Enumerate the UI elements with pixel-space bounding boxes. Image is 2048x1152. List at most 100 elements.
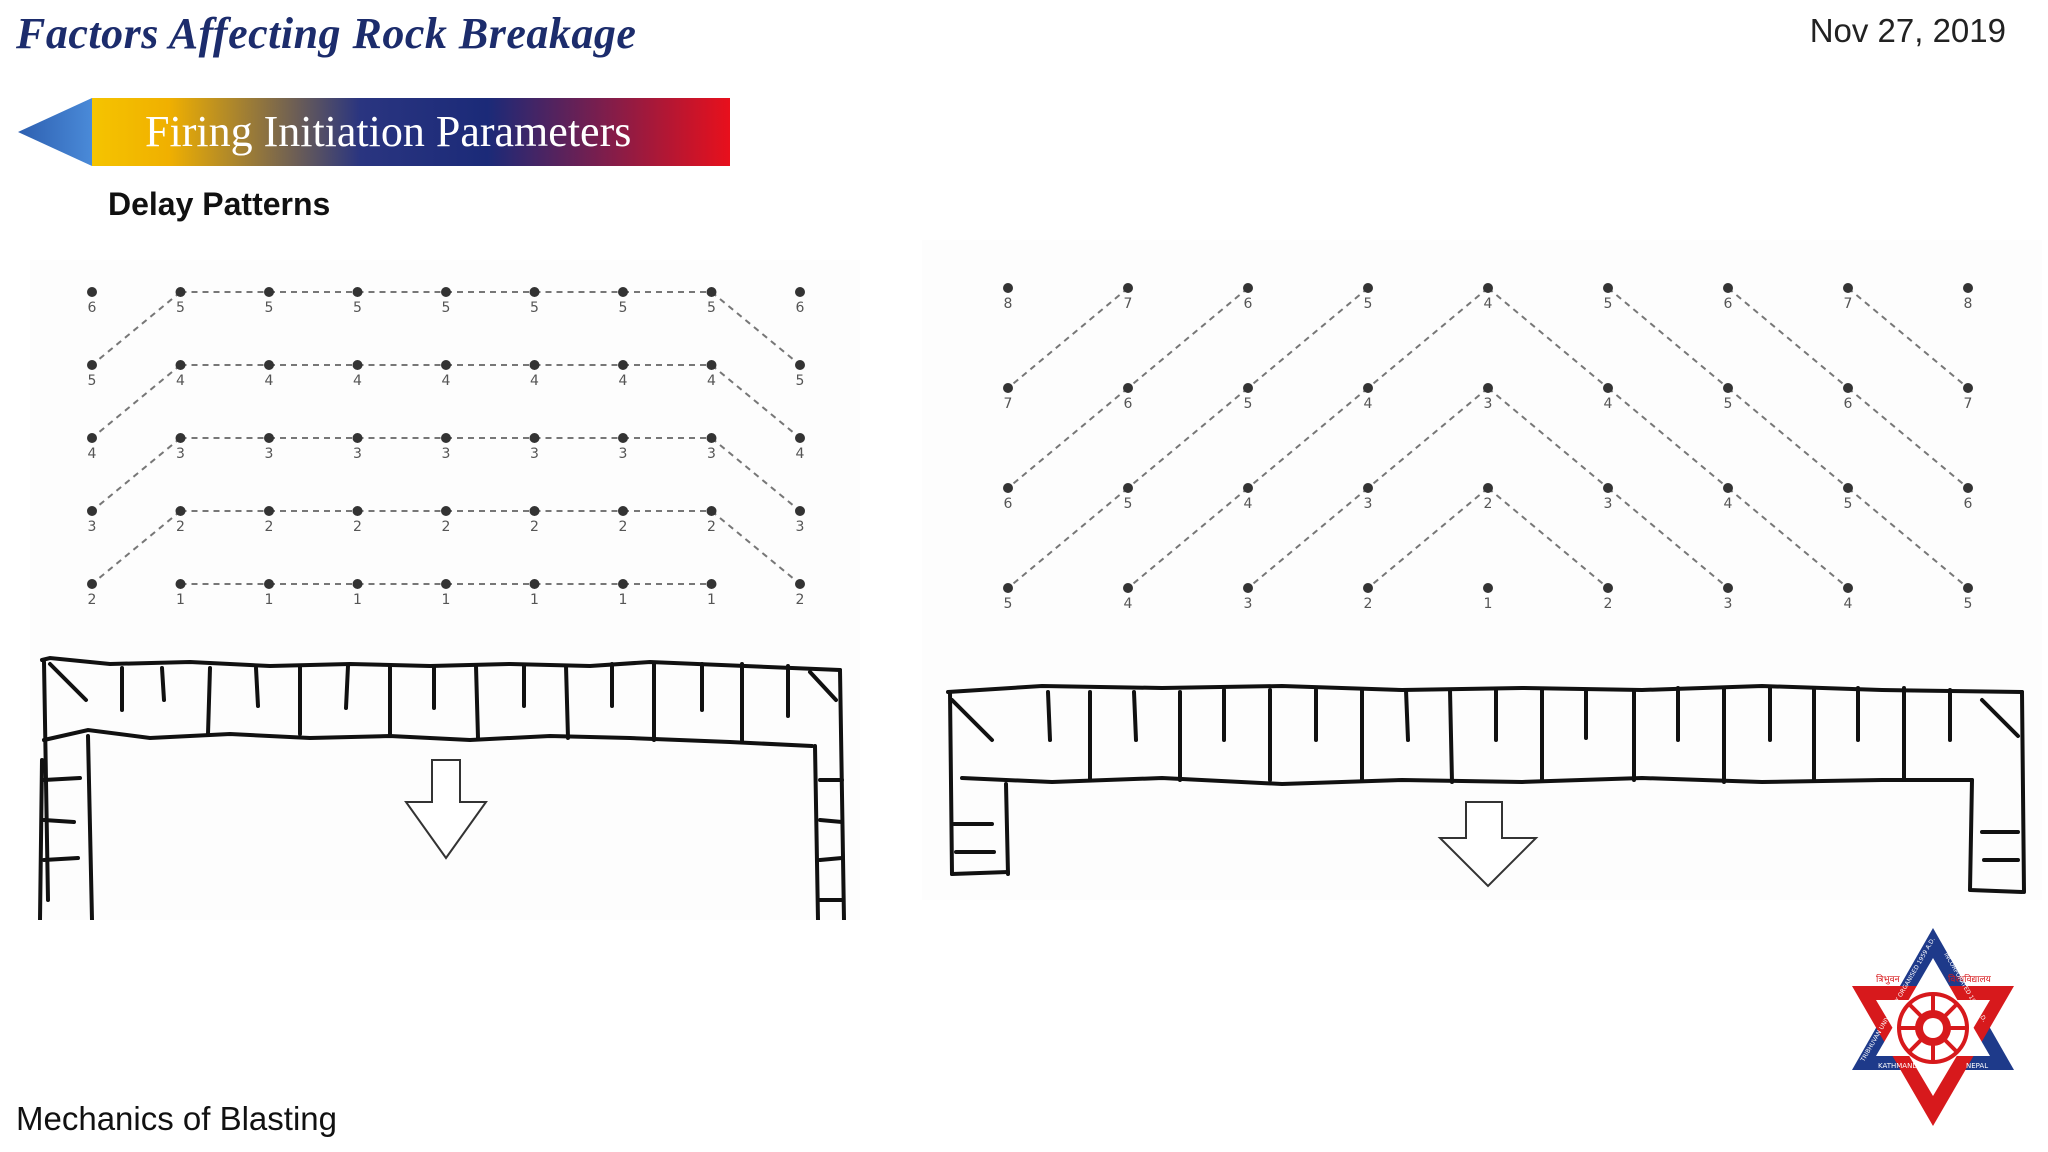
left-hole [87, 579, 97, 589]
right-hole [1363, 283, 1373, 293]
right-hole [1843, 383, 1853, 393]
right-hole-delay-label: 7 [1004, 396, 1013, 412]
right-hole [1723, 283, 1733, 293]
right-hole [1723, 583, 1733, 593]
right-hole-delay-label: 1 [1484, 596, 1493, 612]
right-delay-connector [1247, 487, 1369, 589]
right-hole-delay-label: 5 [1964, 596, 1973, 612]
left-hole-delay-label: 4 [707, 373, 716, 389]
left-hole-delay-label: 4 [265, 373, 274, 389]
muck-pile-left [38, 655, 846, 920]
right-hole-delay-label: 4 [1724, 496, 1733, 512]
left-hole [352, 506, 363, 516]
left-hole-delay-label: 5 [442, 300, 451, 316]
left-hole-delay-label: 5 [707, 300, 716, 316]
left-delay-connector [91, 291, 182, 366]
right-hole-delay-label: 4 [1484, 296, 1493, 312]
right-hole [1123, 283, 1133, 293]
right-hole [1243, 383, 1253, 393]
right-delay-connector [1367, 287, 1489, 389]
left-delay-connector [710, 437, 801, 512]
left-hole [795, 287, 805, 297]
right-hole-delay-label: 3 [1604, 496, 1613, 512]
left-hole [795, 579, 805, 589]
left-hole [706, 433, 717, 443]
right-delay-connector [1127, 487, 1249, 589]
left-hole-delay-label: 2 [88, 592, 97, 608]
right-hole [1483, 383, 1493, 393]
left-hole [795, 360, 805, 370]
right-hole-delay-label: 6 [1964, 496, 1973, 512]
slide-date: Nov 27, 2019 [1809, 12, 2006, 49]
right-hole [1123, 483, 1133, 493]
right-delay-connector [1247, 287, 1369, 389]
slide-title: Factors Affecting Rock Breakage [16, 9, 637, 58]
left-hole-delay-label: 2 [796, 592, 805, 608]
left-hole [175, 506, 186, 516]
left-hole-delay-label: 2 [265, 519, 274, 535]
left-hole-delay-label: 5 [265, 300, 274, 316]
right-delay-connector [1367, 487, 1489, 589]
left-delay-connector [710, 291, 801, 366]
right-hole-delay-label: 5 [1124, 496, 1133, 512]
left-delay-connector [91, 364, 182, 439]
left-hole [87, 287, 97, 297]
right-delay-connector [1847, 387, 1969, 489]
left-hole [618, 579, 628, 589]
left-hole [618, 433, 628, 443]
right-hole-delay-label: 4 [1844, 596, 1853, 612]
right-hole [1843, 583, 1853, 593]
left-hole [264, 360, 274, 370]
left-hole [706, 287, 717, 297]
right-hole [1603, 583, 1613, 593]
right-delay-connector [1727, 287, 1849, 389]
right-hole [1003, 383, 1013, 393]
right-hole [1603, 383, 1613, 393]
right-hole-delay-label: 5 [1244, 396, 1253, 412]
logo-city: KATHMANDU, [1878, 1062, 1925, 1070]
right-hole [1243, 283, 1253, 293]
right-delay-connector [1487, 387, 1609, 489]
left-hole [175, 360, 186, 370]
left-hole-delay-label: 4 [796, 446, 805, 462]
left-hole-delay-label: 3 [176, 446, 185, 462]
left-hole-delay-label: 5 [619, 300, 628, 316]
right-hole-delay-label: 3 [1724, 596, 1733, 612]
right-hole [1363, 383, 1373, 393]
left-hole-delay-label: 4 [442, 373, 451, 389]
right-hole-delay-label: 4 [1124, 596, 1133, 612]
left-hole-delay-label: 1 [265, 592, 274, 608]
left-hole-delay-label: 2 [619, 519, 628, 535]
left-hole-delay-label: 2 [176, 519, 185, 535]
left-hole [264, 579, 274, 589]
left-hole [706, 360, 717, 370]
left-hole [618, 506, 628, 516]
right-hole-delay-label: 5 [1004, 596, 1013, 612]
left-delay-connector [710, 364, 801, 439]
left-hole-delay-label: 6 [88, 300, 97, 316]
left-hole-delay-label: 1 [442, 592, 451, 608]
section-subtitle: Delay Patterns [108, 186, 331, 222]
right-hole [1003, 483, 1013, 493]
right-delay-connector [1007, 287, 1129, 389]
left-hole-delay-label: 5 [353, 300, 362, 316]
left-hole [175, 287, 186, 297]
left-hole-delay-label: 1 [707, 592, 716, 608]
right-hole-delay-label: 3 [1484, 396, 1493, 412]
left-hole-delay-label: 3 [530, 446, 539, 462]
right-hole [1363, 583, 1373, 593]
right-hole-delay-label: 6 [1724, 296, 1733, 312]
right-hole [1963, 483, 1973, 493]
left-hole [706, 506, 717, 516]
left-hole-delay-label: 5 [530, 300, 539, 316]
left-hole-delay-label: 3 [619, 446, 628, 462]
right-hole-delay-label: 6 [1124, 396, 1133, 412]
left-hole-delay-label: 2 [530, 519, 539, 535]
left-delay-connector [710, 510, 801, 585]
left-hole-delay-label: 3 [88, 519, 97, 535]
right-hole-delay-label: 7 [1124, 296, 1133, 312]
right-hole-delay-label: 5 [1724, 396, 1733, 412]
right-hole-delay-label: 5 [1844, 496, 1853, 512]
right-hole-delay-label: 5 [1364, 296, 1373, 312]
